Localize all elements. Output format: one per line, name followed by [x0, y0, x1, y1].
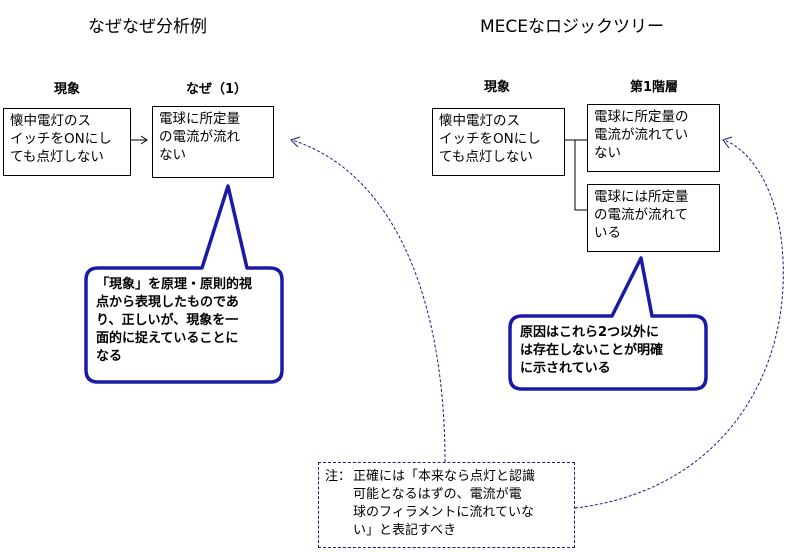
left-col-phenomenon-header: 現象	[54, 82, 81, 97]
right-col-level1-header: 第1階層	[630, 80, 679, 95]
note-to-right-level1-connector	[574, 139, 784, 509]
left-phenomenon-box: 懐中電灯のス イッチをONにし ても点灯しない	[3, 108, 131, 176]
right-level1-box-a: 電球に所定量の 電流が流れてい ない	[587, 104, 720, 172]
left-callout-shape	[84, 184, 284, 384]
right-callout-shape	[508, 256, 708, 391]
arrow-head	[140, 135, 148, 145]
left-why-box: 電球に所定量 の電流が流れ ない	[152, 106, 274, 178]
note-box: 注： 正確には「本来なら点灯と認識 可能となるはずの、電流が電 球のフィラメント…	[318, 462, 575, 548]
left-callout-text: 「現象」を原理・原則的視 点から表現したものであ り、正しいが、現象を一 面的に…	[96, 277, 253, 364]
right-col-phenomenon-header: 現象	[484, 80, 511, 95]
right-callout-text: 原因はこれら2つ以外に は存在しないことが明確 に示されている	[520, 325, 664, 376]
note-to-left-why-connector	[291, 139, 446, 463]
left-diagram-title: なぜなぜ分析例	[88, 17, 207, 37]
left-connector-arrowhead	[290, 136, 301, 148]
right-level1-box-b: 電球には所定量 の電流が流れて いる	[587, 184, 720, 252]
tree-connector-b	[565, 139, 587, 211]
note-text: 正確には「本来なら点灯と認識 可能となるはずの、電流が電 球のフィラメントに流れ…	[353, 469, 536, 538]
right-diagram-title: MECEなロジックツリー	[480, 17, 665, 37]
right-connector-arrowhead	[722, 136, 733, 149]
right-phenomenon-box: 懐中電灯のス イッチをONにし ても点灯しない	[432, 108, 565, 176]
note-label: 注：	[325, 469, 352, 484]
left-col-why-header: なぜ（1）	[186, 82, 248, 97]
